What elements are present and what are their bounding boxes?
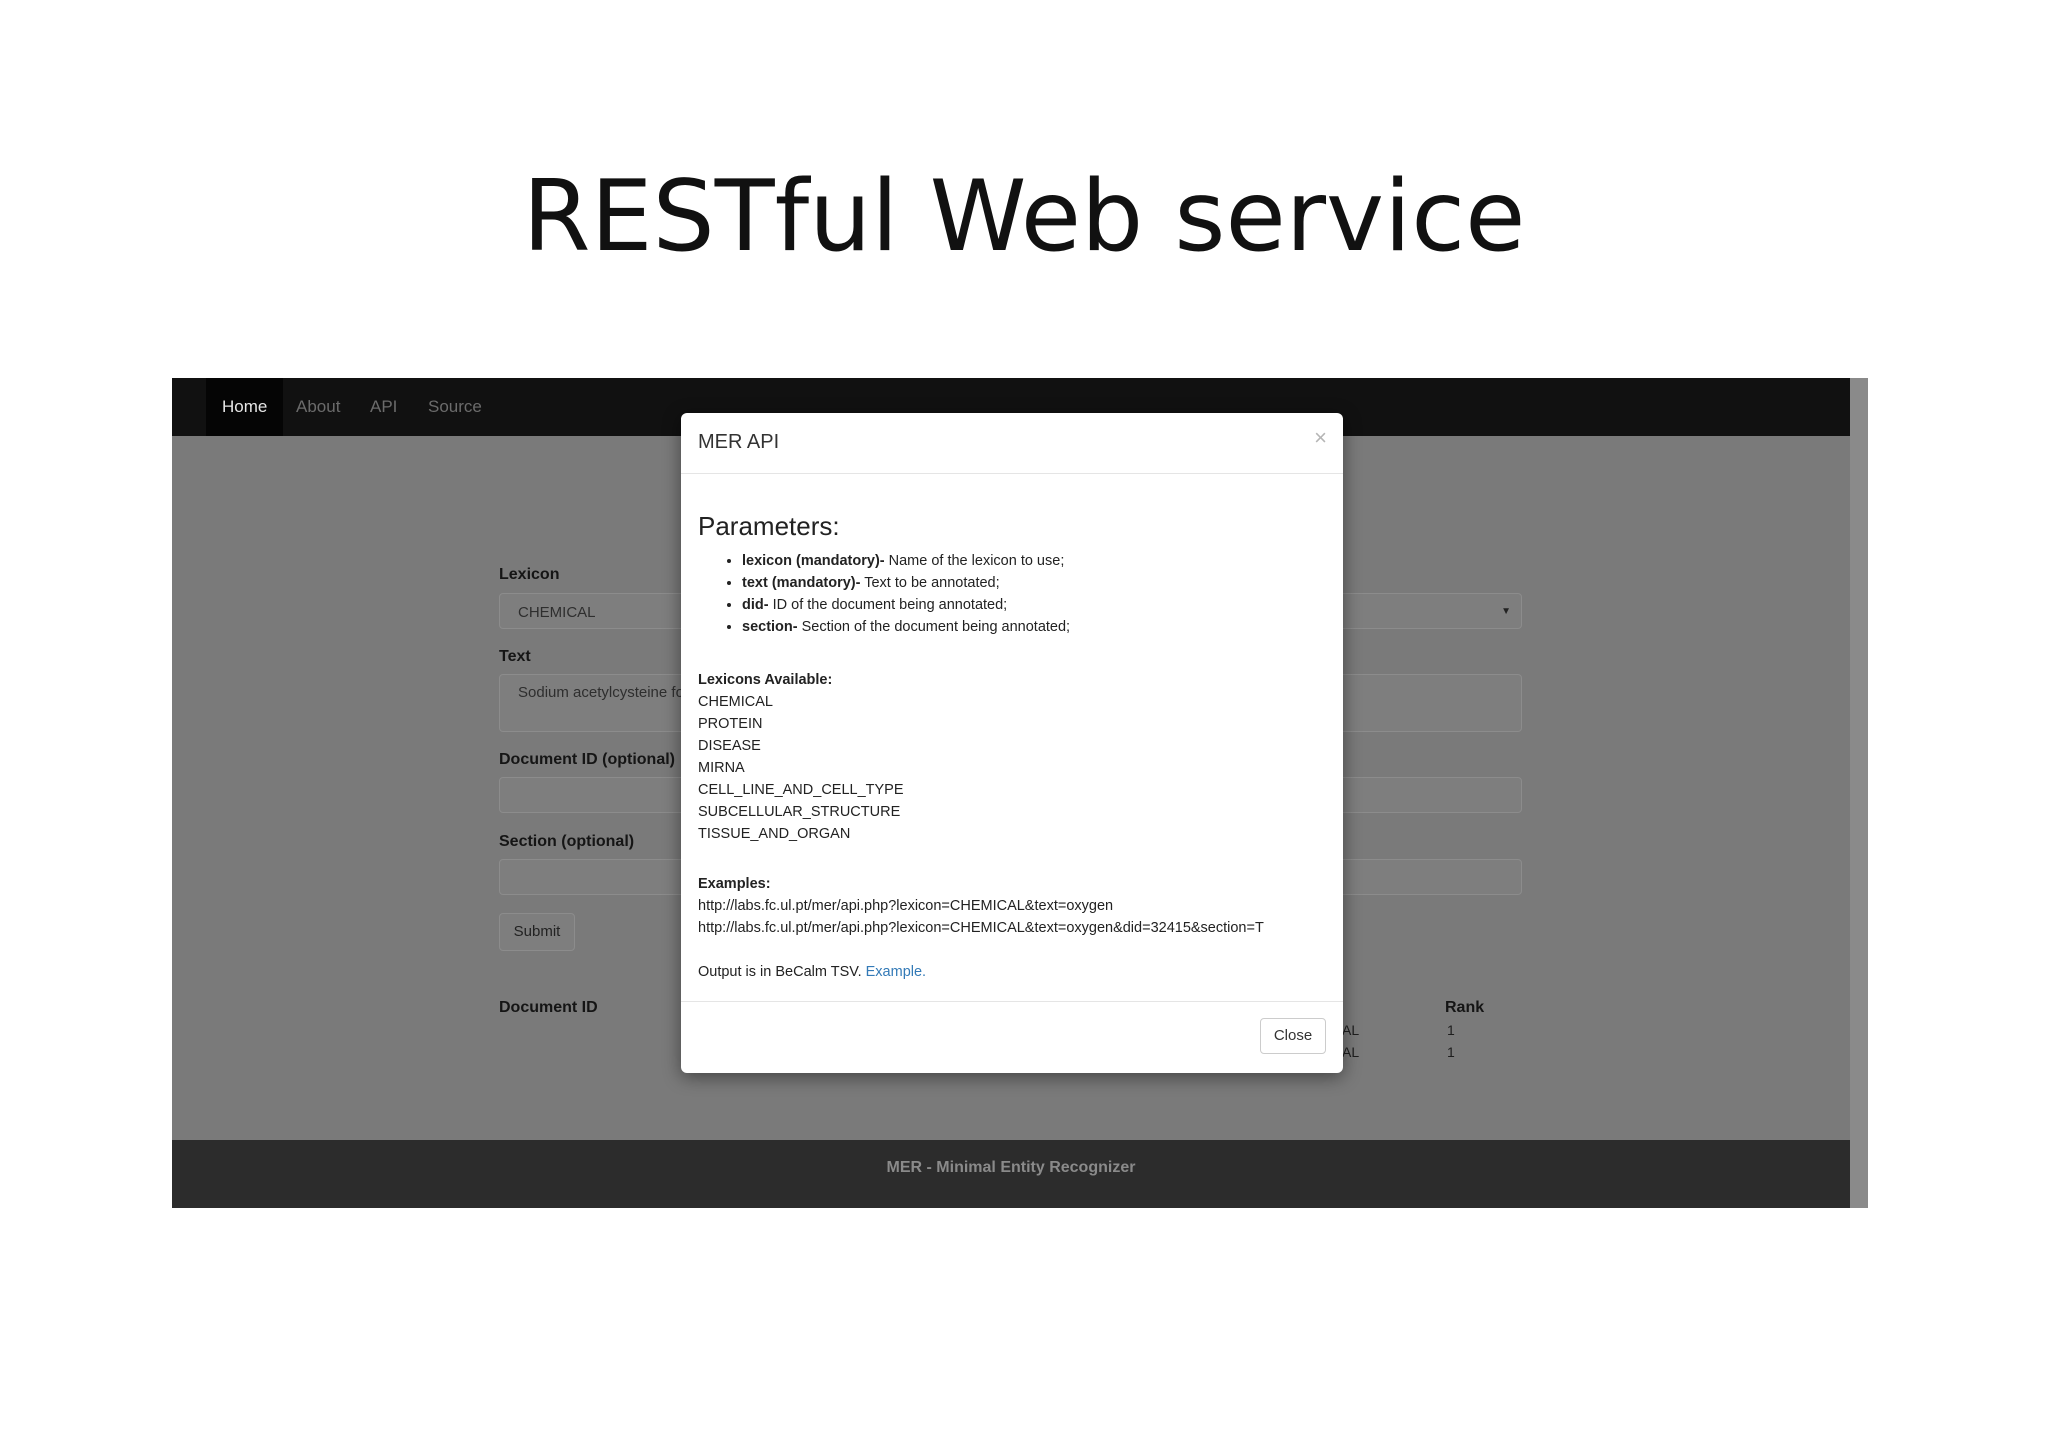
chevron-down-icon: ▼ (1501, 606, 1511, 617)
examples-heading: Examples: (698, 876, 771, 892)
mer-api-modal: MER API × Parameters: lexicon (mandatory… (681, 413, 1343, 1073)
parameters-heading: Parameters: (698, 511, 840, 541)
lexicon-item: TISSUE_AND_ORGAN (698, 826, 851, 842)
table-cell-type: AL (1342, 1044, 1360, 1060)
lexicon-item: CHEMICAL (698, 694, 773, 710)
close-icon[interactable]: × (1314, 425, 1327, 450)
nav-source[interactable]: Source (428, 397, 482, 416)
lexicon-item: MIRNA (698, 760, 745, 776)
example-link[interactable]: Example. (865, 964, 927, 980)
list-item: did- ID of the document being annotated; (742, 594, 1326, 616)
modal-title: MER API (698, 431, 780, 453)
text-textarea-value: Sodium acetylcysteine fo (518, 684, 684, 701)
app-footer: MER - Minimal Entity Recognizer (172, 1140, 1850, 1208)
modal-header: MER API × (681, 413, 1343, 474)
close-button[interactable]: Close (1260, 1018, 1326, 1054)
footer-text: MER - Minimal Entity Recognizer (886, 1159, 1136, 1176)
lexicon-select-value: CHEMICAL (518, 604, 596, 621)
parameters-list: lexicon (mandatory)- Name of the lexicon… (698, 550, 1326, 638)
example-url: http://labs.fc.ul.pt/mer/api.php?lexicon… (698, 898, 1114, 914)
table-cell-rank: 1 (1447, 1022, 1455, 1038)
screenshot-edge (1850, 378, 1868, 1208)
col-header-rank: Rank (1445, 999, 1485, 1016)
table-cell-rank: 1 (1447, 1044, 1455, 1060)
slide-title: RESTful Web service (522, 160, 1526, 274)
table-cell-type: AL (1342, 1022, 1360, 1038)
text-label: Text (499, 648, 531, 665)
list-item: section- Section of the document being a… (742, 616, 1326, 638)
output-note: Output is in BeCalm TSV. Example. (698, 961, 1326, 983)
nav-home[interactable]: Home (206, 378, 284, 436)
submit-button[interactable]: Submit (499, 913, 575, 951)
nav-about[interactable]: About (296, 397, 341, 416)
modal-body: Parameters: lexicon (mandatory)- Name of… (698, 473, 1326, 983)
document-id-label: Document ID (optional) (499, 751, 675, 768)
example-url: http://labs.fc.ul.pt/mer/api.php?lexicon… (698, 920, 1264, 936)
lexicon-item: PROTEIN (698, 716, 763, 732)
lexicon-item: DISEASE (698, 738, 761, 754)
lexicons-heading: Lexicons Available: (698, 672, 833, 688)
col-header-document-id: Document ID (499, 999, 598, 1016)
section-label: Section (optional) (499, 833, 635, 850)
lexicon-item: SUBCELLULAR_STRUCTURE (698, 804, 901, 820)
lexicon-item: CELL_LINE_AND_CELL_TYPE (698, 782, 904, 798)
nav-api[interactable]: API (370, 397, 398, 416)
lexicon-label: Lexicon (499, 566, 560, 583)
output-text: Output is in BeCalm TSV. (698, 964, 866, 980)
list-item: text (mandatory)- Text to be annotated; (742, 572, 1326, 594)
list-item: lexicon (mandatory)- Name of the lexicon… (742, 550, 1326, 572)
modal-footer: Close (681, 1001, 1343, 1073)
